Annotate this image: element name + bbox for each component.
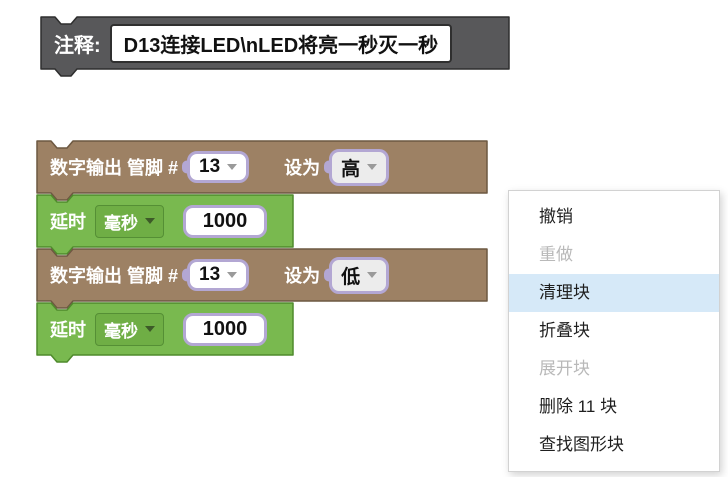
digital-write-block-2[interactable]: 数字输出 管脚 # 13 设为 低 <box>36 248 488 309</box>
menu-item-expand: 展开块 <box>539 359 590 378</box>
digital-write-label: 数字输出 管脚 # <box>50 266 179 286</box>
comment-block[interactable]: 注释: D13连接LED\nLED将亮一秒灭一秒 <box>40 16 510 77</box>
pin-dropdown[interactable]: 13 <box>187 151 250 183</box>
delay-label: 延时 <box>50 212 86 232</box>
delay-label: 延时 <box>50 320 86 340</box>
comment-label: 注释: <box>54 34 101 57</box>
pin-dropdown[interactable]: 13 <box>187 259 250 291</box>
menu-item-clean-up[interactable]: 清理块 <box>509 274 719 312</box>
menu-item-delete[interactable]: 删除 11 块 <box>539 397 618 416</box>
digital-write-label: 数字输出 管脚 # <box>50 158 179 178</box>
pin-value: 13 <box>199 264 221 285</box>
menu-item-undo[interactable]: 撤销 <box>539 207 573 226</box>
dropdown-arrow-icon <box>367 272 378 278</box>
time-unit-value: 毫秒 <box>104 213 138 233</box>
dropdown-arrow-icon <box>227 164 238 170</box>
duration-value: 1000 <box>202 209 248 232</box>
set-to-label: 设为 <box>284 266 321 286</box>
set-to-label: 设为 <box>284 158 321 178</box>
dropdown-arrow-icon <box>145 218 155 224</box>
menu-item-redo: 重做 <box>539 245 573 264</box>
comment-text-field[interactable]: D13连接LED\nLED将亮一秒灭一秒 <box>109 23 453 63</box>
context-menu: 撤销 重做 清理块 折叠块 展开块 删除 11 块 查找图形块 <box>508 190 720 472</box>
level-value: 低 <box>341 266 361 288</box>
time-unit-dropdown[interactable]: 毫秒 <box>95 204 164 238</box>
time-unit-value: 毫秒 <box>104 321 138 341</box>
time-unit-dropdown[interactable]: 毫秒 <box>95 312 164 346</box>
delay-block-2[interactable]: 延时 毫秒 1000 <box>36 302 294 363</box>
dropdown-arrow-icon <box>367 164 378 170</box>
dropdown-arrow-icon <box>145 326 155 332</box>
level-value: 高 <box>341 158 361 180</box>
menu-item-find-blocks[interactable]: 查找图形块 <box>539 435 624 454</box>
delay-block-1[interactable]: 延时 毫秒 1000 <box>36 194 294 255</box>
digital-write-block-1[interactable]: 数字输出 管脚 # 13 设为 高 <box>36 140 488 201</box>
duration-field[interactable]: 1000 <box>183 312 267 346</box>
level-dropdown[interactable]: 低 <box>329 256 390 294</box>
pin-value: 13 <box>199 156 221 177</box>
duration-value: 1000 <box>202 317 248 340</box>
duration-field[interactable]: 1000 <box>183 204 267 238</box>
level-dropdown[interactable]: 高 <box>329 148 390 186</box>
dropdown-arrow-icon <box>227 272 238 278</box>
menu-item-collapse[interactable]: 折叠块 <box>539 321 590 340</box>
